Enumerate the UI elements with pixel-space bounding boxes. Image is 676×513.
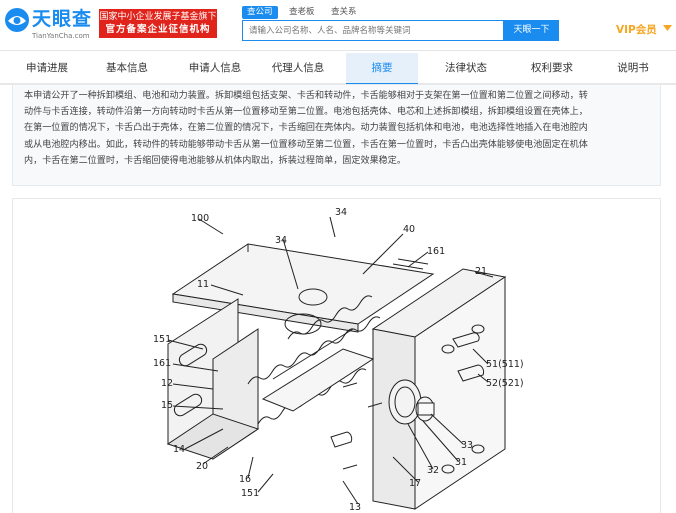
abstract-panel: 本申请公开了一种拆卸模组、电池和动力装置。拆卸模组包括支架、卡舌和转动件，卡舌能… [12, 84, 661, 186]
abstract-line: 本申请公开了一种拆卸模组、电池和动力装置。拆卸模组包括支架、卡舌和转动件，卡舌能… [24, 91, 588, 101]
main-spring [247, 316, 381, 385]
label-151-left: 151 [153, 334, 171, 345]
right-housing-side [372, 328, 416, 510]
label-14: 14 [173, 444, 185, 455]
logo-domain: TianYanCha.com [32, 32, 90, 40]
abstract-line: 在第一位置的情况下，卡舌凸出于壳体，在第二位置的情况下，卡舌缩回在壳体内。动力装… [24, 123, 588, 134]
search-button[interactable]: 天眼一下 [504, 20, 559, 41]
label-12: 12 [161, 378, 173, 389]
banner-line-1: 国家中小企业发展子基金旗下 [99, 12, 217, 22]
patent-drawing: 100 34 34 40 161 21 11 151 161 12 15 14 … [153, 207, 524, 513]
label-13: 13 [349, 502, 361, 513]
label-15: 15 [161, 400, 173, 411]
reference-numerals: 100 34 34 40 161 21 11 151 161 12 15 14 … [153, 207, 524, 513]
label-161-right: 161 [427, 246, 445, 257]
top-plate [171, 243, 435, 325]
label-161-left: 161 [153, 358, 171, 369]
tab-claims[interactable]: 权利要求 [531, 62, 573, 74]
label-151-bottom: 151 [241, 488, 259, 499]
abstract-text: 本申请公开了一种拆卸模组、电池和动力装置。拆卸模组包括支架、卡舌和转动件，卡舌能… [24, 88, 652, 169]
search-input[interactable] [243, 21, 515, 40]
logo-eye-icon [5, 8, 29, 32]
site-logo[interactable]: 天眼查 TianYanCha.com [4, 5, 96, 43]
tab-description[interactable]: 说明书 [617, 62, 649, 74]
label-51-511: 51(511) [486, 359, 524, 370]
search-box [242, 20, 515, 41]
label-20: 20 [196, 461, 208, 472]
patent-drawing-panel: 100 34 34 40 161 21 11 151 161 12 15 14 … [12, 198, 661, 513]
label-100: 100 [191, 213, 209, 224]
abstract-line: 或从电池腔内移出。如此，转动件的转动能够带动卡舌从第一位置移动至第二位置，卡舌在… [24, 139, 588, 150]
tab-basic-info[interactable]: 基本信息 [106, 62, 148, 74]
tab-abstract[interactable]: 摘要 [346, 53, 418, 85]
vip-label: VIP会员 [616, 24, 657, 36]
search-tab-boss[interactable]: 查老板 [289, 7, 315, 17]
abstract-line: 动件与卡舌连接，转动件沿第一方向转动时卡舌从第一位置移动至第二位置。电池包括壳体… [24, 107, 588, 118]
tab-legal-status[interactable]: 法律状态 [445, 62, 487, 74]
link-arm [261, 348, 375, 412]
chevron-down-icon [663, 25, 673, 31]
screw-group [330, 332, 485, 470]
label-32: 32 [427, 465, 439, 476]
tab-applicant-info[interactable]: 申请人信息 [188, 62, 242, 74]
search-tab-relation[interactable]: 查关系 [331, 7, 357, 17]
tab-agent-info[interactable]: 代理人信息 [271, 62, 325, 74]
label-40: 40 [403, 224, 415, 235]
label-21: 21 [475, 266, 487, 277]
label-31: 31 [455, 457, 467, 468]
top-plate-edge [172, 293, 359, 333]
label-34: 34 [275, 235, 287, 246]
official-banner: 国家中小企业发展子基金旗下 官方备案企业征信机构 [99, 9, 217, 38]
vip-member-menu[interactable]: VIP会员 [616, 22, 673, 37]
label-16: 16 [239, 474, 251, 485]
label-17: 17 [409, 478, 421, 489]
left-bracket-side [166, 413, 260, 460]
search-tab-company[interactable]: 查公司 [242, 6, 278, 19]
banner-line-2: 官方备案企业征信机构 [105, 24, 211, 35]
label-33: 33 [461, 440, 473, 451]
label-52-521: 52(521) [486, 378, 524, 389]
logo-text: 天眼查 [32, 8, 93, 30]
label-11: 11 [197, 279, 209, 290]
tab-application-progress[interactable]: 申请进展 [26, 62, 68, 74]
abstract-line: 内，卡舌在第二位置时，卡舌缩回使得电池能够从机体内取出，拆装过程简单，固定效果稳… [24, 155, 406, 166]
label-34-top: 34 [335, 207, 347, 218]
patent-section-nav: 申请进展 基本信息 申请人信息 代理人信息 摘要 法律状态 权利要求 说明书 [0, 53, 676, 85]
site-header: 天眼查 TianYanCha.com 国家中小企业发展子基金旗下 官方备案企业征… [0, 0, 676, 51]
